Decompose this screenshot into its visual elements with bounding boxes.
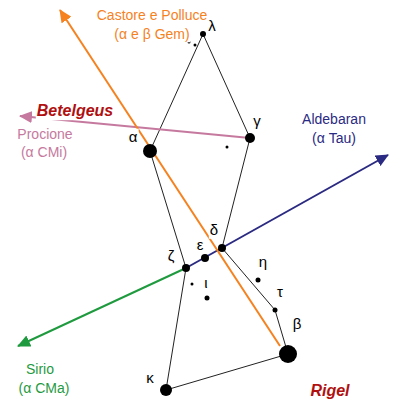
faint-star [191,283,194,286]
star-designation: (α CMi) [20,145,68,160]
greek-letter: κ [145,370,155,387]
outline-line [166,268,186,390]
pointer-arrow [18,268,186,346]
star [218,244,226,252]
greek-letter: β [292,316,303,333]
greek-letter: λ [207,18,217,35]
star [205,296,210,301]
greek-letter: ε [196,237,205,254]
pointer-arrow [186,155,388,268]
star [273,308,278,313]
star-name: Sirio [25,362,55,377]
outline-line [203,34,250,138]
greek-letter: γ [252,113,262,130]
greek-letter: δ [209,222,219,239]
star [256,278,261,283]
pointer-arrow [60,10,280,346]
star-designation: (α Tau) [311,131,357,146]
constellation-outline [150,34,288,390]
star [143,144,157,158]
star-designation: (α CMa) [18,381,71,396]
outline-line [222,138,250,248]
star-name: Aldebaran [301,112,367,127]
star [201,254,209,262]
star-designation: (α e β Gem) [113,27,190,42]
star [182,264,190,272]
star-name: Castore e Polluce [96,8,209,23]
greek-letter: ζ [167,248,176,265]
outline-line [150,151,186,268]
star [245,133,255,143]
greek-letter: τ [276,284,284,301]
greek-letter: α [128,129,139,146]
star-name: Betelgeus [36,102,114,120]
star-name: Procione [16,127,73,142]
faint-star [226,146,229,149]
star [279,345,297,363]
star [160,384,172,396]
greek-letter: ι [203,275,208,292]
outline-line [222,248,275,310]
stars [143,31,297,396]
star [200,31,206,37]
star-name: Rigel [309,382,350,400]
faint-star [194,44,197,47]
outline-line [166,354,288,390]
greek-letter: η [258,254,268,271]
